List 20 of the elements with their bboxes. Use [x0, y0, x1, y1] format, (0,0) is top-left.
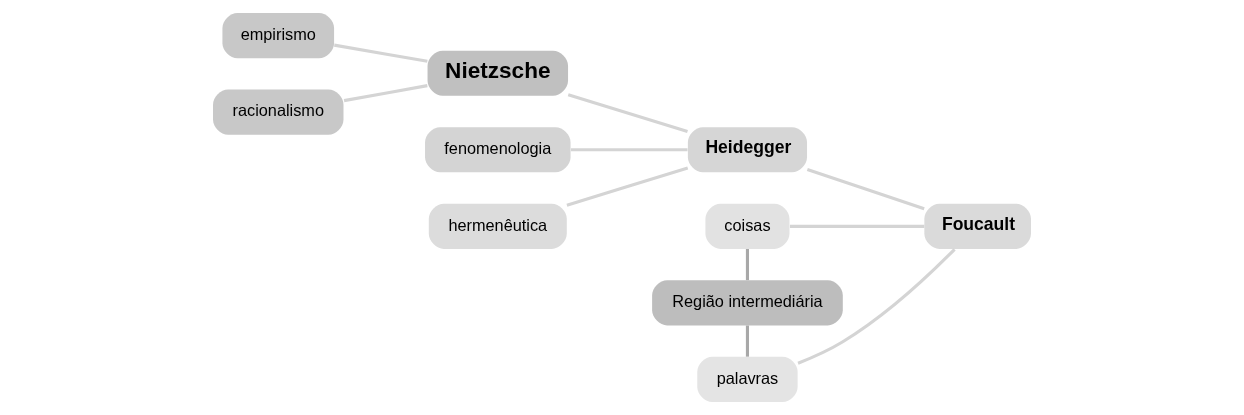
- node-box: racionalismo: [213, 89, 344, 135]
- connector: [570, 148, 688, 152]
- connector: [806, 168, 925, 211]
- connector: [797, 248, 956, 365]
- node-box: Foucault: [924, 203, 1031, 249]
- node-box: coisas: [705, 203, 790, 249]
- node-box: Heidegger: [687, 127, 808, 173]
- connector: [745, 249, 750, 281]
- connector: [567, 93, 688, 134]
- node-box: Região intermediária: [652, 280, 843, 326]
- node-box: palavras: [697, 356, 798, 402]
- connector: [745, 325, 750, 357]
- node-box: hermenêutica: [428, 203, 567, 249]
- node-box: Nietzsche: [427, 50, 569, 96]
- node-box: empirismo: [222, 13, 335, 59]
- connector: [789, 224, 925, 228]
- connector: [343, 84, 428, 103]
- connector: [334, 43, 428, 63]
- connector: [566, 166, 689, 207]
- node-box: fenomenologia: [425, 127, 571, 173]
